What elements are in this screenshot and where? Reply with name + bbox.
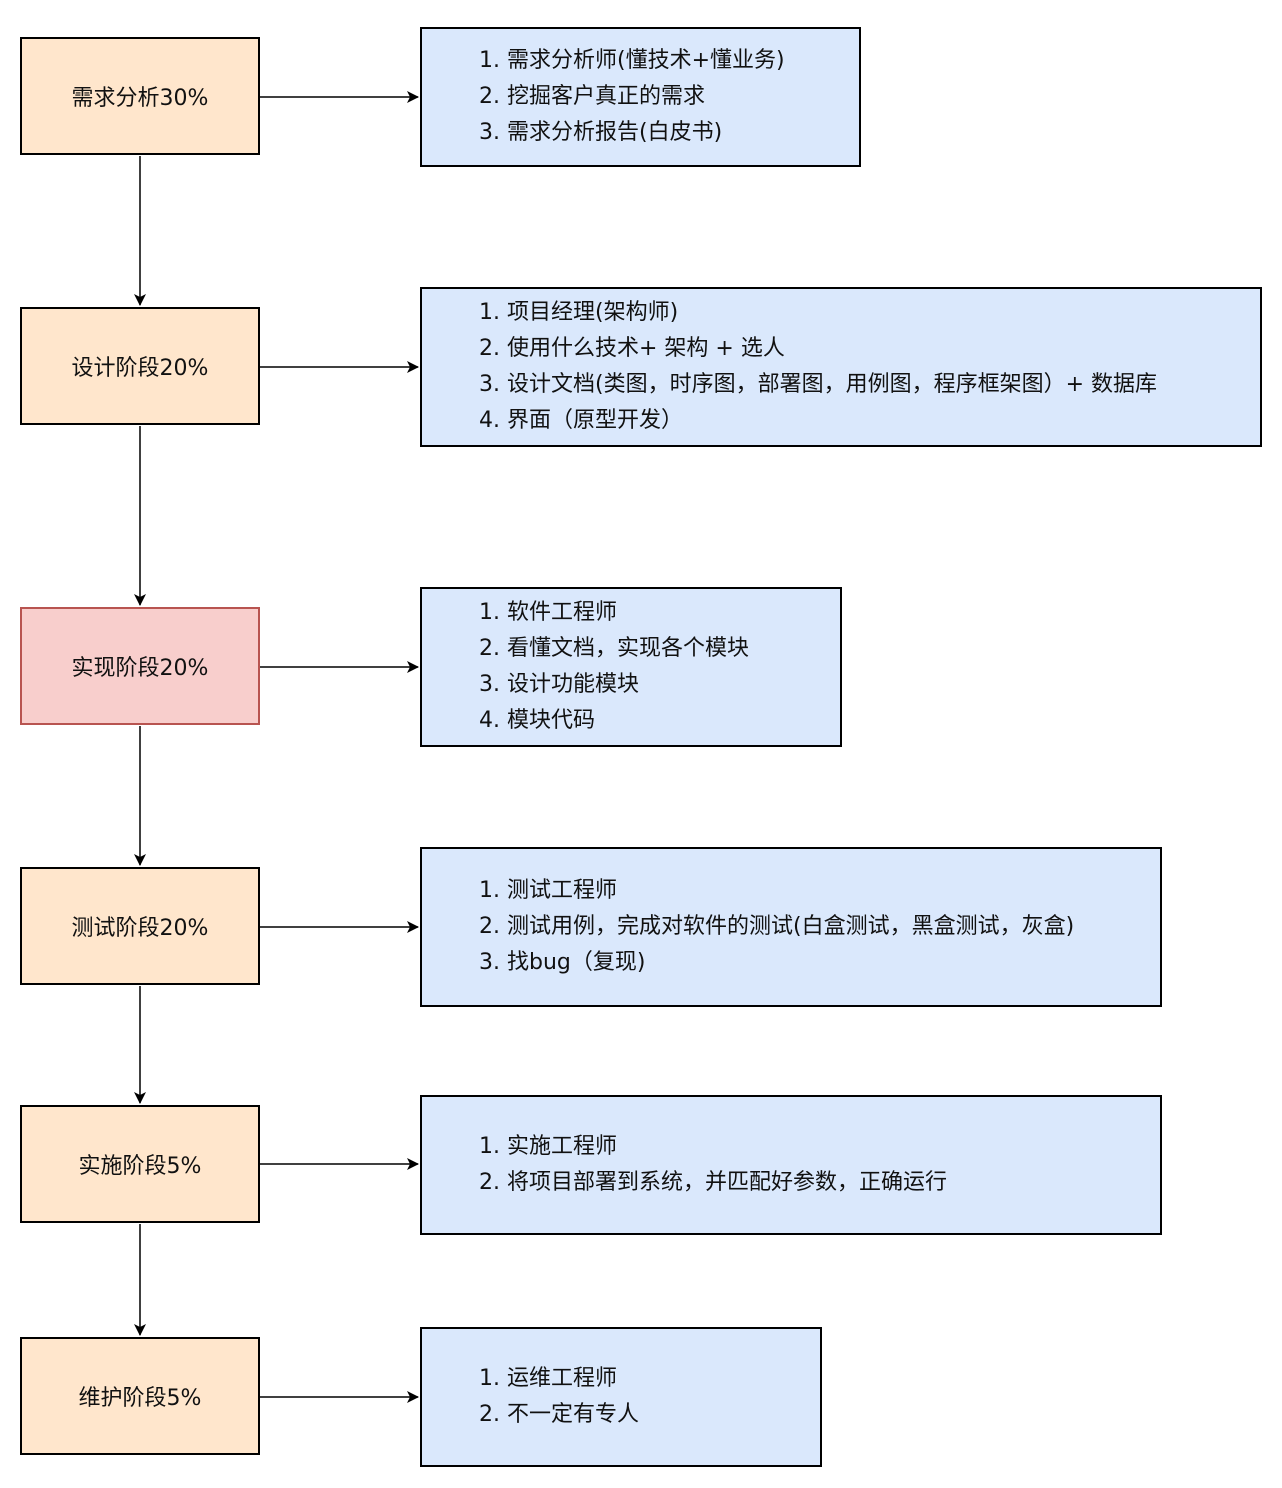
stage-design: 设计阶段20% — [20, 307, 260, 425]
stage-maintenance: 维护阶段5% — [20, 1337, 260, 1455]
note-deployment: 1. 实施工程师 2. 将项目部署到系统，并匹配好参数，正确运行 — [420, 1095, 1162, 1235]
note-item: 3. 找bug（复现) — [479, 950, 646, 975]
note-implementation: 1. 软件工程师 2. 看懂文档，实现各个模块 3. 设计功能模块 4. 模块代… — [420, 587, 842, 747]
note-item: 1. 实施工程师 — [479, 1134, 617, 1159]
stage-label: 需求分析30% — [71, 86, 209, 111]
note-item: 4. 界面（原型开发） — [479, 408, 683, 433]
note-testing: 1. 测试工程师 2. 测试用例，完成对软件的测试(白盒测试，黑盒测试，灰盒) … — [420, 847, 1162, 1007]
note-item: 2. 使用什么技术+ 架构 + 选人 — [479, 336, 785, 361]
stage-testing: 测试阶段20% — [20, 867, 260, 985]
note-item: 4. 模块代码 — [479, 708, 595, 733]
note-item: 1. 项目经理(架构师) — [479, 300, 679, 325]
note-item: 1. 软件工程师 — [479, 600, 617, 625]
note-item: 3. 设计文档(类图，时序图，部署图，用例图，程序框架图）+ 数据库 — [479, 372, 1157, 397]
stage-implementation: 实现阶段20% — [20, 607, 260, 725]
note-item: 1. 运维工程师 — [479, 1366, 617, 1391]
note-maintenance: 1. 运维工程师 2. 不一定有专人 — [420, 1327, 822, 1467]
note-item: 2. 看懂文档，实现各个模块 — [479, 636, 749, 661]
note-item: 1. 测试工程师 — [479, 878, 617, 903]
stage-label: 实施阶段5% — [78, 1154, 202, 1179]
note-design: 1. 项目经理(架构师) 2. 使用什么技术+ 架构 + 选人 3. 设计文档(… — [420, 287, 1262, 447]
stage-requirements: 需求分析30% — [20, 37, 260, 155]
note-item: 2. 测试用例，完成对软件的测试(白盒测试，黑盒测试，灰盒) — [479, 914, 1075, 939]
stage-label: 维护阶段5% — [78, 1386, 202, 1411]
note-item: 3. 需求分析报告(白皮书) — [479, 120, 723, 145]
stage-label: 测试阶段20% — [71, 916, 209, 941]
note-item: 2. 不一定有专人 — [479, 1402, 639, 1427]
note-item: 1. 需求分析师(懂技术+懂业务) — [479, 48, 785, 73]
stage-deployment: 实施阶段5% — [20, 1105, 260, 1223]
note-item: 2. 挖掘客户真正的需求 — [479, 84, 705, 109]
stage-label: 实现阶段20% — [71, 656, 209, 681]
stage-label: 设计阶段20% — [71, 356, 209, 381]
note-item: 2. 将项目部署到系统，并匹配好参数，正确运行 — [479, 1170, 947, 1195]
note-requirements: 1. 需求分析师(懂技术+懂业务) 2. 挖掘客户真正的需求 3. 需求分析报告… — [420, 27, 861, 167]
note-item: 3. 设计功能模块 — [479, 672, 639, 697]
